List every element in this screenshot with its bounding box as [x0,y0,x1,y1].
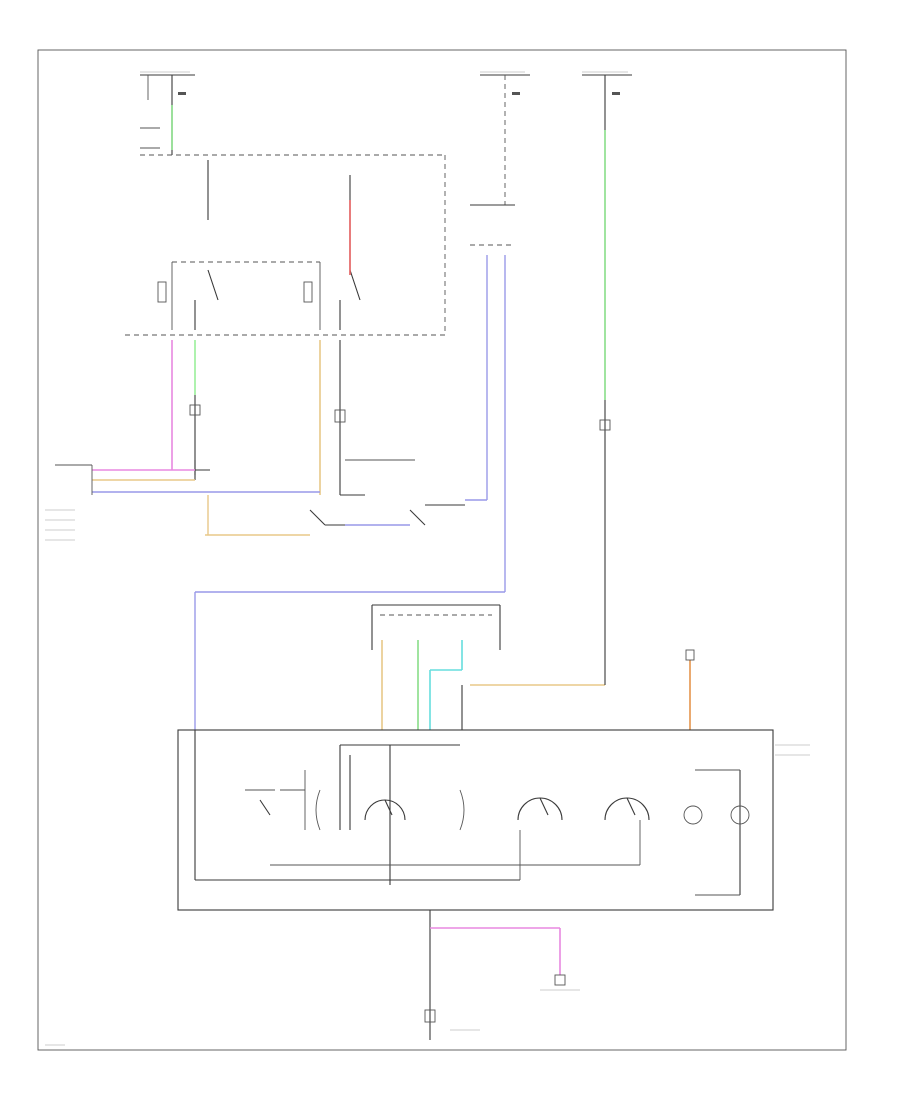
rotary-switch-1 [364,799,406,821]
rotary-switch-2 [517,797,563,821]
rotary-switch-3 [604,797,650,821]
lamp-pair [683,805,750,825]
connector-bottom-left [424,1009,436,1023]
diagram-frame [37,49,847,1051]
connector-bottom-right [554,974,566,986]
control-unit-box [177,729,774,911]
connector-left-mid [189,404,201,416]
switch-lower-center [309,494,465,526]
switch-panel [125,155,446,336]
fuse-block-left [140,74,445,156]
connector-orange-top [685,649,695,661]
fuse-block-center [470,74,530,246]
connector-center-mid [334,409,346,423]
fuse-block-right [582,74,632,130]
illegible-label-marks [45,71,810,1046]
selector-switch-frame [371,604,501,650]
control-unit-internals [194,730,741,896]
connector-right-mid [599,419,611,431]
